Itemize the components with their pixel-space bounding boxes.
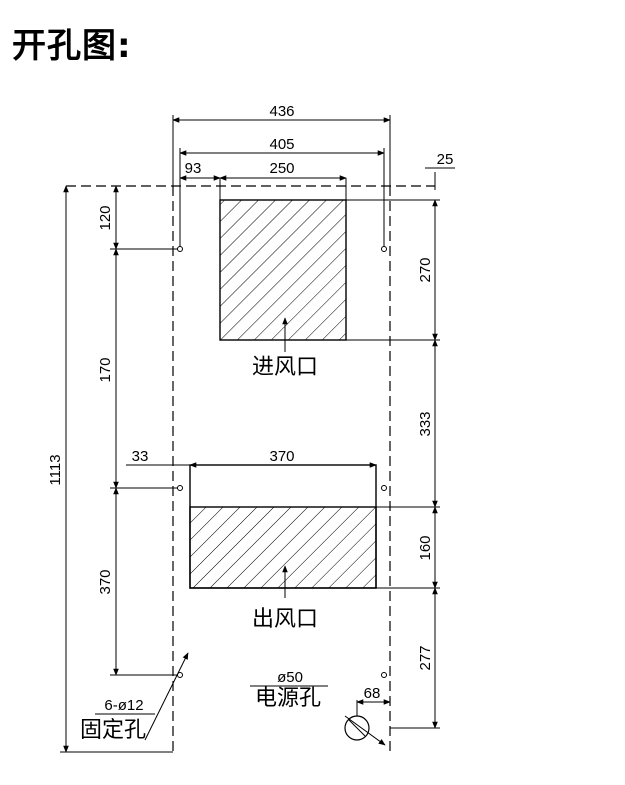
dim-label-370-h: 370 [269, 448, 294, 465]
inlet-cutout: 进风口 [219, 199, 347, 380]
inlet-label: 进风口 [252, 355, 318, 380]
dimension-33: 33 [126, 448, 190, 466]
power-hole: 68 ø50 电源孔 [250, 669, 391, 746]
mounting-hole [381, 672, 387, 678]
dim-label-68: 68 [364, 685, 381, 702]
dimension-405: 405 [179, 136, 385, 156]
right-vertical-dimensions: 270 333 160 277 [417, 199, 438, 729]
dim-label-170: 170 [97, 357, 114, 382]
page-title: 开孔图: [12, 26, 132, 66]
mounting-hole [381, 246, 387, 252]
dimension-93: 93 [179, 160, 221, 181]
power-diameter-label: ø50 [277, 669, 303, 686]
mounting-hole-label: 固定孔 [80, 718, 146, 743]
dim-label-333: 333 [417, 411, 434, 436]
dim-label-277: 277 [417, 645, 434, 670]
panel-outline [66, 185, 435, 752]
dimension-436: 436 [172, 103, 391, 123]
dim-label-405: 405 [269, 136, 294, 153]
left-vertical-dimensions: 120 170 370 1113 [47, 185, 119, 753]
power-hole-label: 电源孔 [255, 686, 321, 711]
hole-spec-label: 6-ø12 [104, 697, 143, 714]
dim-label-33: 33 [132, 448, 149, 465]
mounting-hole [177, 246, 183, 252]
dimension-250: 250 [219, 160, 347, 181]
mounting-holes [177, 246, 387, 678]
dim-label-436: 436 [269, 103, 294, 120]
dim-label-1113: 1113 [47, 454, 64, 485]
outlet-label: 出风口 [252, 607, 318, 632]
dim-label-160: 160 [417, 535, 434, 560]
mounting-hole-callout: 6-ø12 固定孔 [80, 652, 189, 743]
dimension-25: 25 [425, 151, 455, 169]
dim-label-25: 25 [437, 151, 454, 168]
dimension-370-h: 370 [189, 448, 377, 468]
mounting-hole [381, 485, 387, 491]
dim-label-93: 93 [185, 160, 202, 177]
dim-label-120: 120 [97, 205, 114, 230]
dim-label-370-v: 370 [97, 569, 114, 594]
dim-label-270: 270 [417, 257, 434, 282]
dim-label-250: 250 [269, 160, 294, 177]
outlet-cutout: 出风口 [189, 464, 377, 632]
mounting-hole [177, 485, 183, 491]
